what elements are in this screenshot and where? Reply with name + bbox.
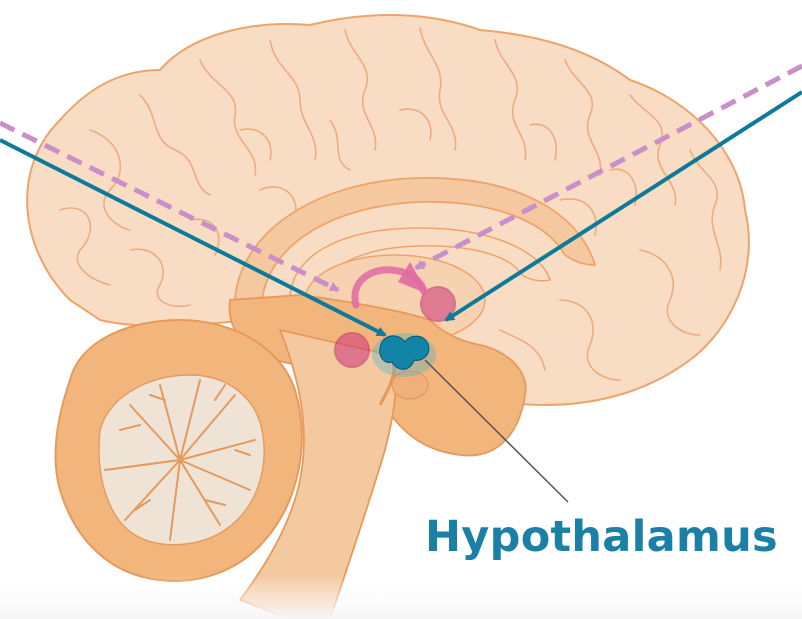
bottom-fade bbox=[0, 575, 802, 619]
amygdala-highlight bbox=[335, 333, 369, 367]
hypothalamus-label: Hypothalamus bbox=[425, 512, 778, 562]
